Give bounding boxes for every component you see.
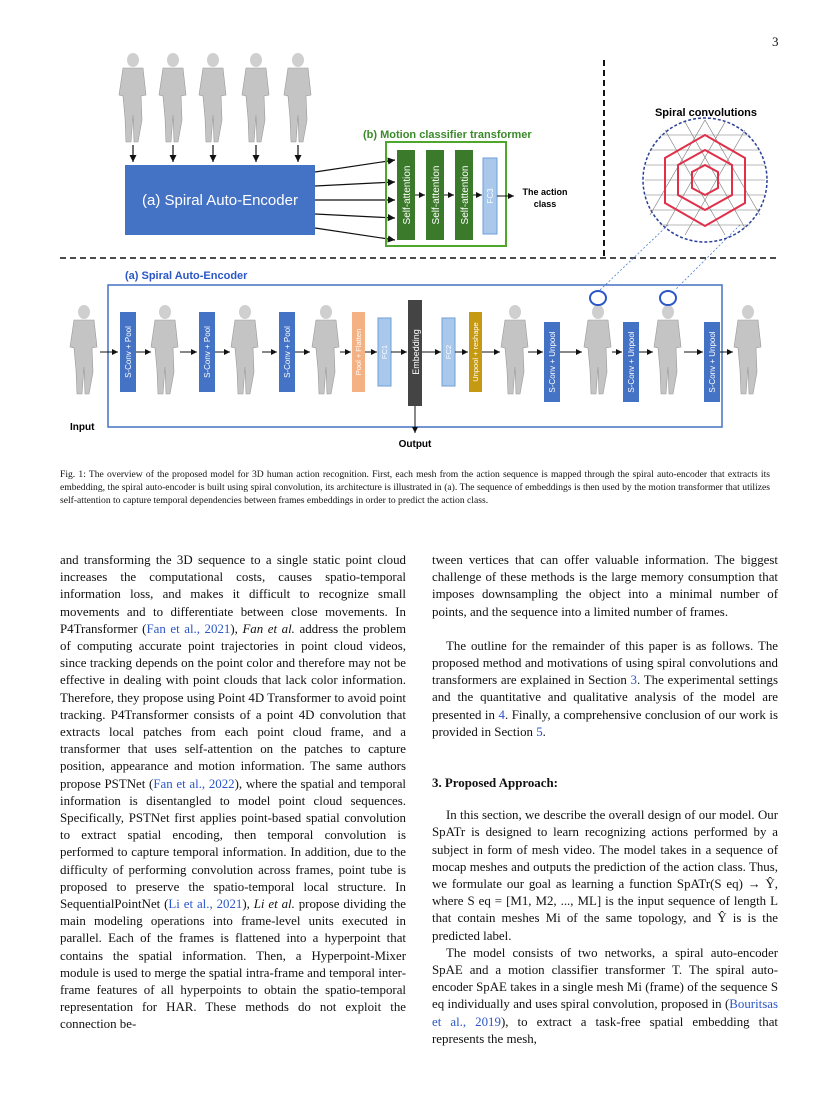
svg-text:FC1: FC1	[380, 345, 389, 359]
input-label: Input	[70, 422, 95, 433]
citation-link[interactable]: Fan et al., 2021	[146, 621, 231, 636]
sae-title: (a) Spiral Auto-Encoder	[125, 270, 248, 282]
action-class-label-2: class	[534, 199, 557, 209]
architecture-figure: (a) Spiral Auto-Encoder (b) Motion class…	[60, 52, 780, 450]
sconv-unpool-2: S-Conv + Unpool	[627, 331, 636, 392]
svg-text:Pool + Flatten: Pool + Flatten	[354, 329, 363, 376]
self-attention-3: Self-attention	[460, 166, 471, 225]
input-mesh-sequence	[118, 52, 312, 143]
svg-text:Embedding: Embedding	[411, 329, 421, 375]
svg-text:FC2: FC2	[444, 345, 453, 359]
right-paragraph-4: The model consists of two networks, a sp…	[432, 945, 779, 1046]
right-paragraph-1: tween vertices that can offer valuable i…	[432, 553, 778, 619]
left-column: and transforming the 3D sequence to a si…	[60, 552, 406, 1034]
spiral-autoencoder-label: (a) Spiral Auto-Encoder	[142, 192, 298, 209]
self-attention-1: Self-attention	[402, 166, 413, 225]
unpool-reshape-block	[469, 312, 482, 392]
sconv-pool-3: S-Conv + Pool	[283, 326, 292, 378]
sconv-pool-2: S-Conv + Pool	[203, 326, 212, 378]
section-link[interactable]: 4	[498, 707, 505, 722]
sconv-unpool-3: S-Conv + Unpool	[708, 331, 717, 392]
embedding-block	[408, 300, 422, 406]
spiral-mesh-illustration	[642, 117, 768, 243]
pool-flatten-block	[352, 312, 365, 392]
spiral-convolutions-title: Spiral convolutions	[655, 107, 757, 119]
section-link[interactable]: 5	[536, 724, 543, 739]
right-paragraph-2: The outline for the remainder of this pa…	[432, 638, 778, 739]
section-heading: 3. Proposed Approach:	[432, 776, 558, 791]
motion-classifier-title: (b) Motion classifier transformer	[363, 129, 532, 141]
svg-text:Unpool + reshape: Unpool + reshape	[471, 322, 480, 381]
sconv-pool-1: S-Conv + Pool	[124, 326, 133, 378]
output-label: Output	[399, 439, 432, 450]
figure-caption: Fig. 1: The overview of the proposed mod…	[60, 469, 770, 506]
citation-link[interactable]: Li et al., 2021	[168, 897, 243, 912]
self-attention-blocks: Self-attention Self-attention Self-atten…	[397, 150, 473, 240]
self-attention-2: Self-attention	[431, 166, 442, 225]
citation-link[interactable]: Bouritsas et al., 2019	[432, 997, 778, 1029]
page-number: 3	[772, 34, 779, 49]
right-column: tween vertices that can offer valuable i…	[432, 552, 778, 1048]
fc3-label: FC3	[486, 188, 495, 204]
citation-link[interactable]: Fan et al., 2022	[153, 776, 235, 791]
right-paragraph-3: In this section, we describe the overall…	[432, 808, 778, 943]
action-class-label-1: The action	[522, 187, 567, 197]
motion-classifier-box	[385, 141, 507, 247]
spiral-autoencoder-block	[125, 165, 315, 235]
sconv-unpool-1: S-Conv + Unpool	[548, 331, 557, 392]
section-link[interactable]: 3	[630, 673, 637, 688]
left-paragraph: and transforming the 3D sequence to a si…	[60, 553, 406, 1032]
